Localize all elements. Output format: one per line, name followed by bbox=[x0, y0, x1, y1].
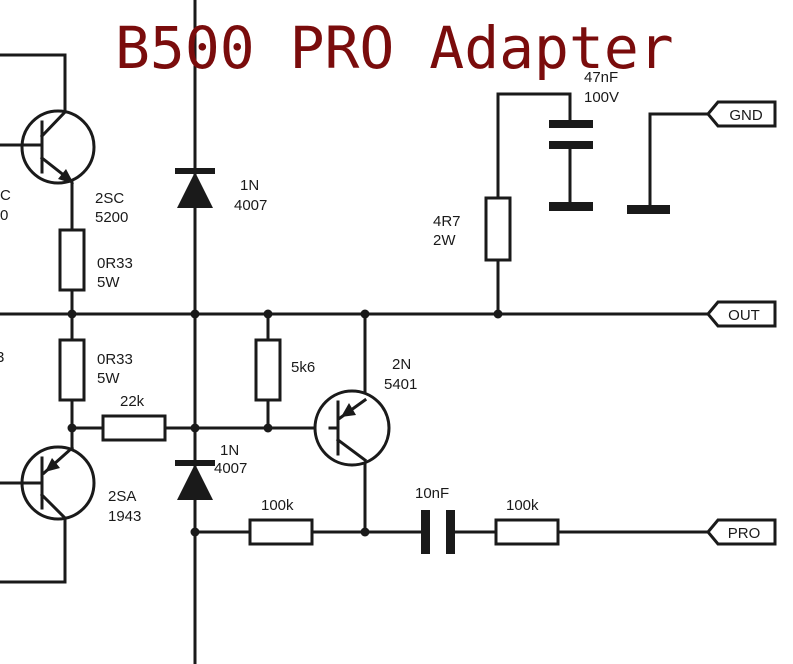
q1-type-b: 5200 bbox=[95, 209, 128, 226]
resistor-22k bbox=[101, 414, 167, 442]
r22k-label: 22k bbox=[120, 393, 145, 410]
q1-cut-label-b: 0 bbox=[0, 207, 8, 224]
r1-power: 5W bbox=[97, 274, 120, 291]
resistor-r2-0r33 bbox=[58, 338, 86, 402]
cap2-value: 10nF bbox=[415, 485, 449, 502]
q1-cut-label-a: C bbox=[0, 187, 11, 204]
cap-ground-bar bbox=[549, 202, 593, 211]
r100k-b-label: 100k bbox=[506, 497, 539, 514]
resistor-r1-0r33 bbox=[58, 228, 86, 292]
r4r7-power: 2W bbox=[433, 232, 456, 249]
r2-value: 0R33 bbox=[97, 351, 133, 368]
terminal-pro-label: PRO bbox=[728, 525, 761, 542]
capacitor-47nf bbox=[549, 120, 593, 149]
terminal-gnd-label: GND bbox=[729, 107, 763, 124]
d2-label-a: 1N bbox=[220, 442, 239, 459]
resistor-100k-b bbox=[494, 518, 560, 546]
terminal-out: OUT bbox=[706, 300, 777, 328]
d1-label-a: 1N bbox=[240, 177, 259, 194]
q2-type-a: 2SA bbox=[108, 488, 136, 505]
resistor-100k-a bbox=[248, 518, 314, 546]
terminal-out-label: OUT bbox=[728, 307, 760, 324]
transistor-q3 bbox=[313, 389, 391, 467]
q2-type-b: 1943 bbox=[108, 508, 141, 525]
d1-label-b: 4007 bbox=[234, 197, 267, 214]
q1-type-a: 2SC bbox=[95, 190, 124, 207]
transistor-q1 bbox=[18, 109, 96, 185]
r5k6-label: 5k6 bbox=[291, 359, 315, 376]
q3-type-a: 2N bbox=[392, 356, 411, 373]
page-title: B500 PRO Adapter bbox=[115, 14, 674, 82]
resistor-5k6 bbox=[254, 338, 282, 402]
terminal-gnd: GND bbox=[706, 100, 777, 128]
d2-label-b: 4007 bbox=[214, 460, 247, 477]
transistor-q2 bbox=[18, 445, 96, 521]
cap1-voltage: 100V bbox=[584, 89, 619, 106]
r2-power: 5W bbox=[97, 370, 120, 387]
diode-d2 bbox=[175, 460, 215, 500]
left-cut-label: 3 bbox=[0, 349, 4, 366]
q3-type-b: 5401 bbox=[384, 376, 417, 393]
r4r7-value: 4R7 bbox=[433, 213, 461, 230]
ground-bar bbox=[627, 205, 670, 214]
terminal-pro: PRO bbox=[706, 518, 777, 546]
cap1-value: 47nF bbox=[584, 69, 618, 86]
capacitor-10nf bbox=[421, 510, 455, 554]
r100k-a-label: 100k bbox=[261, 497, 294, 514]
r1-value: 0R33 bbox=[97, 255, 133, 272]
junctions bbox=[67, 309, 503, 537]
resistor-4r7 bbox=[484, 196, 512, 262]
diode-d1 bbox=[175, 168, 215, 208]
